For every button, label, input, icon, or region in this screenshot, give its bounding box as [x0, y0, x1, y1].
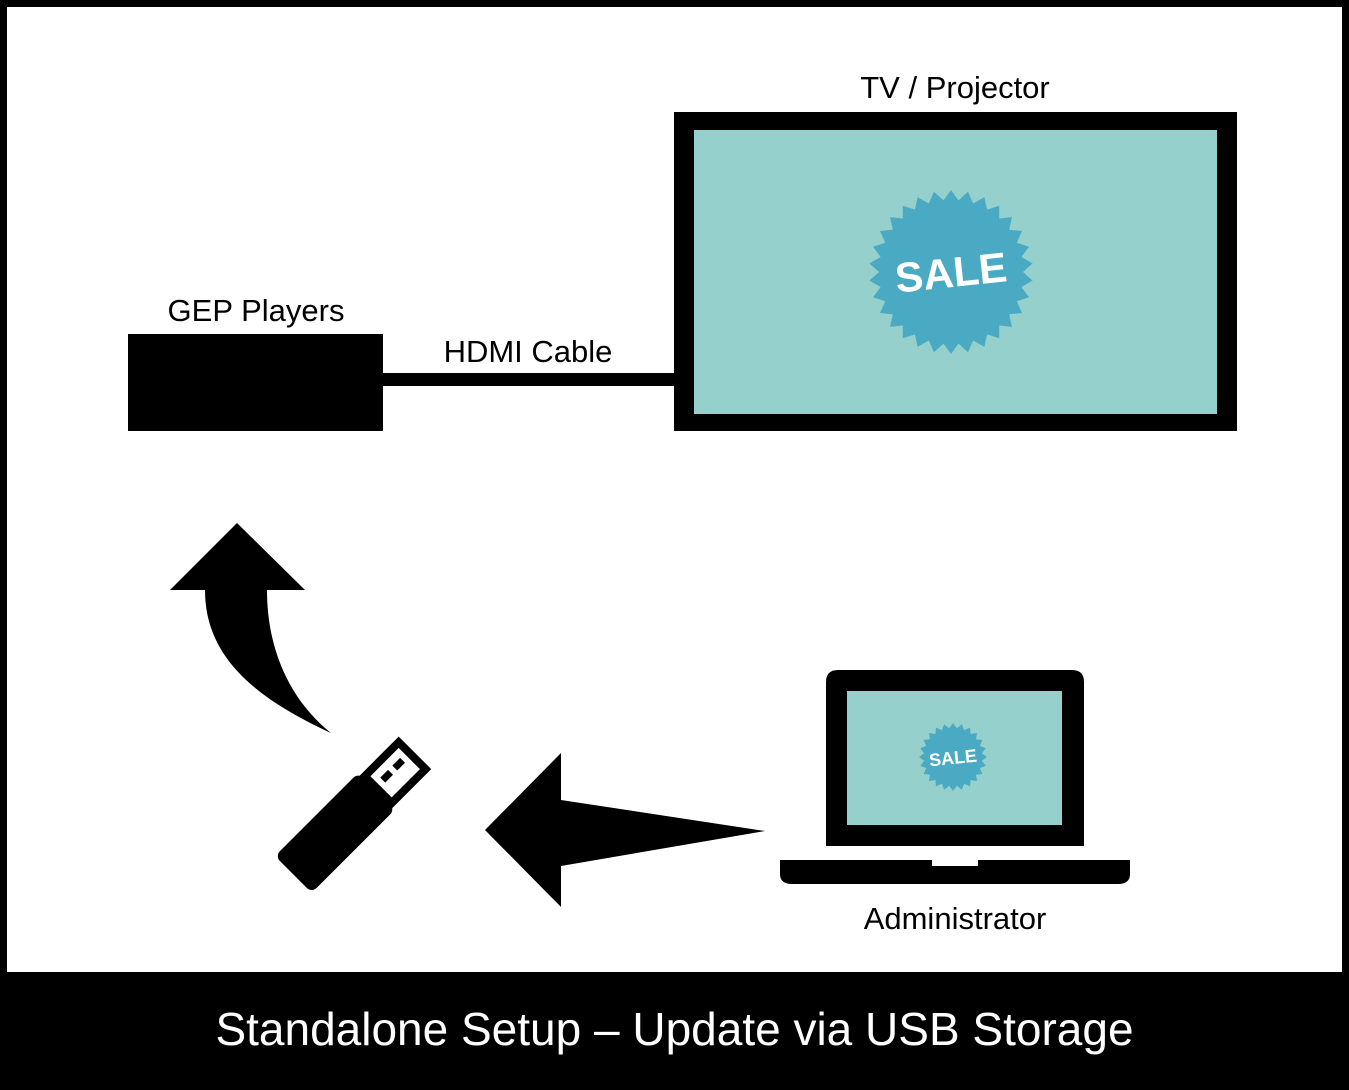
- arrow-laptop-to-usb: [485, 753, 765, 907]
- arrow-usb-to-player: [170, 523, 331, 733]
- laptop-sale-text: SALE: [928, 746, 978, 771]
- sale-badge-small: [919, 723, 987, 791]
- usb-body: [277, 775, 393, 890]
- usb-drive-icon[interactable]: [275, 734, 433, 892]
- tv-sale-text: SALE: [893, 243, 1009, 301]
- player-box[interactable]: [128, 334, 383, 431]
- usb-connector-inner: [370, 747, 420, 798]
- usb-pin-1: [380, 769, 394, 783]
- laptop-base: [780, 860, 1130, 884]
- hdmi-cable-label: HDMI Cable: [443, 334, 613, 369]
- laptop-notch: [932, 860, 978, 866]
- gep-players-label: GEP Players: [167, 293, 345, 328]
- laptop-icon[interactable]: SALE: [780, 670, 1130, 884]
- usb-pin-2: [392, 757, 406, 771]
- sale-badge-large: [869, 190, 1033, 354]
- tv-projector[interactable]: SALE: [674, 112, 1237, 431]
- administrator-label: Administrator: [863, 901, 1047, 936]
- hdmi-cable-line: [380, 373, 678, 386]
- diagram-title: Standalone Setup – Update via USB Storag…: [215, 1003, 1134, 1055]
- tv-projector-label: TV / Projector: [860, 70, 1050, 105]
